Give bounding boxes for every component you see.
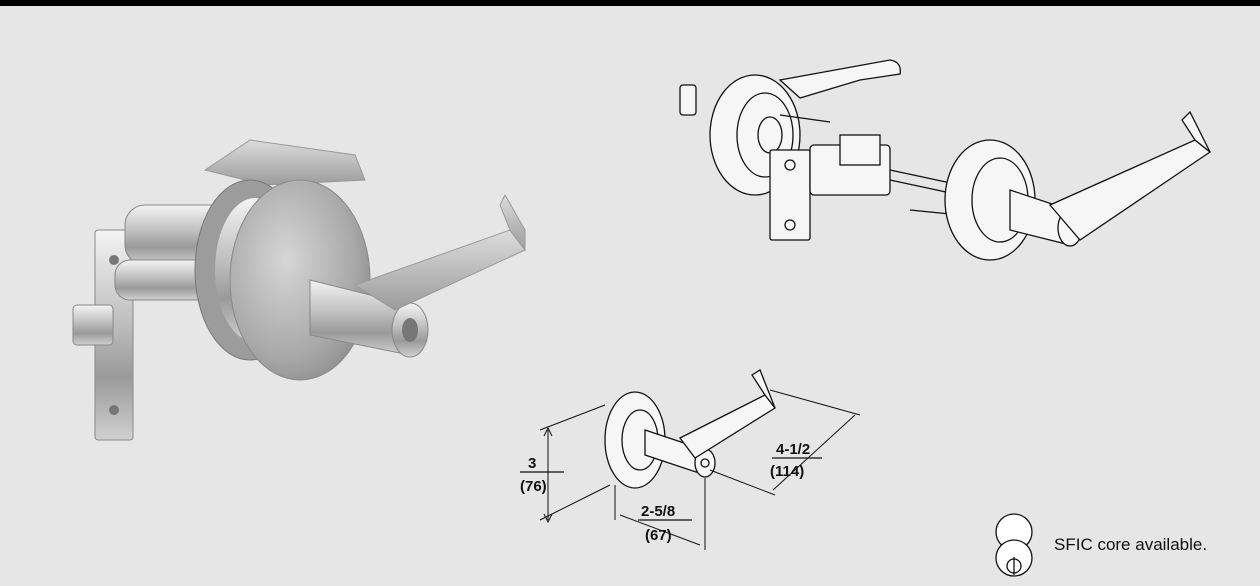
height-fraction: 3 [528, 455, 536, 472]
lever-length-fraction: 4-1/2 [776, 441, 810, 458]
dimension-drawing: 3 (76) 2-5/8 (67) 4-1/2 (114) [520, 369, 861, 550]
backset-fraction: 2-5/8 [641, 503, 675, 520]
top-bar [0, 0, 1260, 6]
height-metric: (76) [520, 478, 547, 495]
sfic-note: SFIC core available. [1054, 535, 1208, 554]
product-photo-lever-lock [72, 139, 526, 441]
exploded-view-diagram [679, 59, 1212, 261]
backset-metric: (67) [645, 527, 672, 544]
sfic-core-icon [995, 513, 1033, 577]
lever-length-metric: (114) [770, 463, 804, 480]
